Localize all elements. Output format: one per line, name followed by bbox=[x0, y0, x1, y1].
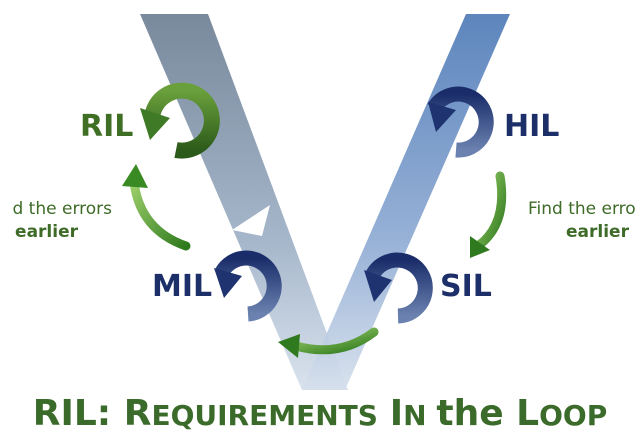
title-word2-rest: N bbox=[403, 399, 437, 432]
title-word1-cap: R bbox=[123, 393, 152, 434]
mil-label: MIL bbox=[152, 269, 213, 304]
ril-loop-icon bbox=[140, 82, 220, 159]
arrow-sil-to-mil bbox=[278, 327, 379, 358]
sil-loop-icon bbox=[364, 252, 433, 324]
right-note-line2: earlier bbox=[566, 222, 629, 242]
left-note-line2: earlier bbox=[15, 222, 78, 242]
title-word4-rest: OOP bbox=[539, 399, 608, 432]
v-left-arm bbox=[140, 14, 348, 390]
v-notch bbox=[232, 205, 270, 236]
right-note: Find the erro earlier bbox=[528, 198, 640, 244]
title-word1-rest: EQUIREMENTS bbox=[151, 399, 378, 432]
mil-loop-icon bbox=[214, 250, 282, 322]
title-word3: the bbox=[436, 393, 517, 434]
left-note: d the errors earlier bbox=[0, 198, 112, 244]
diagram-title: RIL: REQUIREMENTS IN the LOOP bbox=[0, 396, 640, 432]
title-word2-cap: I bbox=[389, 393, 404, 434]
v-right-arm bbox=[302, 14, 510, 390]
right-note-line1: Find the erro bbox=[528, 199, 636, 219]
hil-label: HIL bbox=[504, 109, 560, 144]
ril-label: RIL bbox=[80, 109, 134, 144]
hil-loop-icon bbox=[427, 86, 494, 158]
title-prefix: RIL: bbox=[32, 393, 124, 434]
arrow-mil-to-ril bbox=[122, 164, 191, 251]
title-word4-cap: L bbox=[516, 393, 540, 434]
sil-label: SIL bbox=[440, 269, 492, 304]
left-note-line1: d the errors bbox=[12, 199, 112, 219]
arrow-hil-to-sil bbox=[470, 171, 507, 258]
